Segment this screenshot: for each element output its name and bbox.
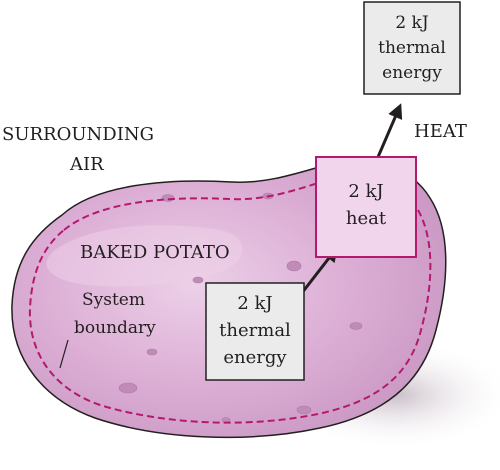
inner-thermal-energy-box: 2 kJ thermal energy xyxy=(205,282,305,381)
outer-box-line2: thermal xyxy=(378,38,446,58)
potato-highlight xyxy=(46,225,243,287)
heat-label: HEAT xyxy=(414,121,467,142)
baked-potato-label: BAKED POTATO xyxy=(80,242,230,263)
inner-box-line1: 2 kJ xyxy=(237,293,272,314)
inner-box-line2: thermal xyxy=(219,320,291,341)
system-boundary-line xyxy=(28,175,432,424)
surrounding-air-label-line2: AIR xyxy=(69,154,104,175)
surrounding-air-label-line1: SURROUNDING xyxy=(2,124,154,145)
inner-box-line3: energy xyxy=(223,347,287,368)
outer-thermal-energy-box: 2 kJ thermal energy xyxy=(363,1,461,95)
system-boundary-leader xyxy=(59,339,69,369)
system-boundary-label-line2: boundary xyxy=(74,318,156,338)
system-boundary-label-line1: System xyxy=(82,290,145,310)
outer-box-line1: 2 kJ xyxy=(395,13,429,33)
outer-box-line3: energy xyxy=(382,63,442,83)
boundary-heat-box: 2 kJ heat xyxy=(315,156,417,258)
arrow-boundary-to-outer xyxy=(376,103,403,158)
heat-box-line1: 2 kJ xyxy=(348,181,383,202)
heat-box-line2: heat xyxy=(346,208,387,229)
